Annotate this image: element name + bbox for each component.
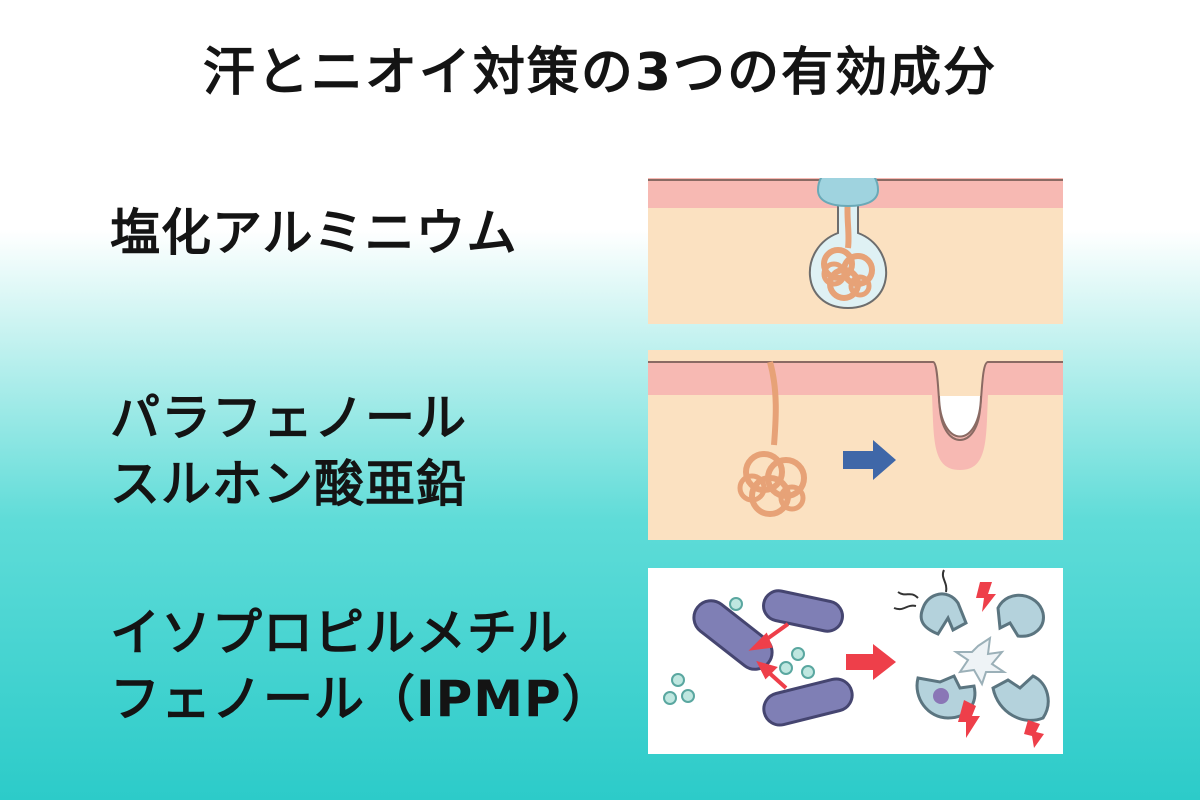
impact-arrow-icon: [958, 582, 1044, 748]
ingredient-label-aluminum-chloride: 塩化アルミニウム: [110, 200, 518, 266]
panel-aluminum-chloride: [648, 178, 1063, 324]
ingredient-label-line: イソプロピルメチル: [110, 604, 569, 662]
panel-zinc-phenolsulfonate: [648, 350, 1063, 540]
molecule-icon: [663, 597, 815, 705]
sweat-gland-icon: [737, 361, 807, 517]
sweat-gland-icon: [808, 179, 888, 310]
ingredient-label-ipmp: イソプロピルメチル フェノール（IPMP）: [110, 600, 613, 732]
ingredient-label-zinc-phenolsulfonate: パラフェノール スルホン酸亜鉛: [110, 385, 467, 517]
ingredient-label-line: パラフェノール: [110, 389, 467, 447]
process-arrow-icon: [846, 644, 896, 680]
bacteria-icon: [692, 589, 854, 727]
ingredient-label-line: スルホン酸亜鉛: [110, 455, 467, 513]
ingredient-label-line: フェノール（IPMP）: [110, 670, 613, 728]
pore-closing-arrow-icon: [843, 440, 896, 480]
ingredient-label-line: 塩化アルミニウム: [110, 204, 518, 262]
attack-arrow-icon: [748, 622, 790, 690]
burst-bacteria-icon: [893, 569, 1050, 722]
sweat-drop-icon: [816, 178, 880, 208]
panel-ipmp: [648, 568, 1063, 754]
page-title: 汗とニオイ対策の3つの有効成分: [202, 43, 998, 103]
